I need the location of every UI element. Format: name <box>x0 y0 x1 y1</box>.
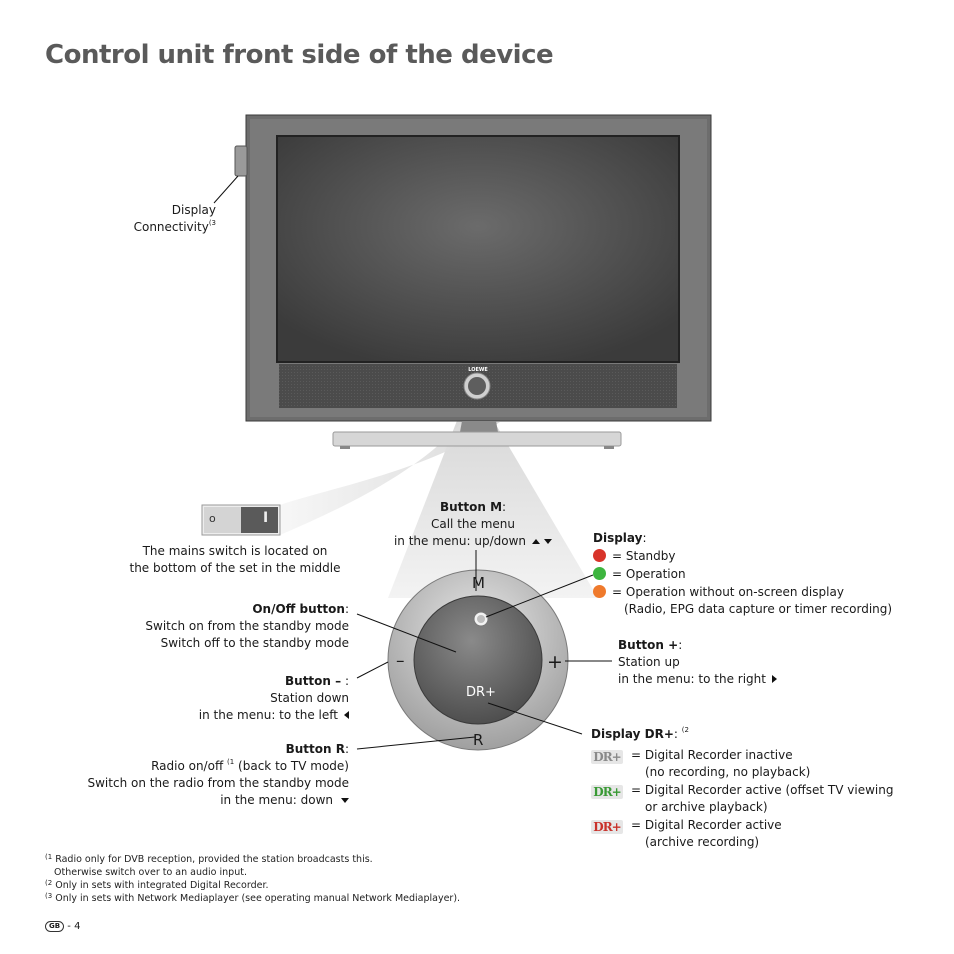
button-minus-label: Button – : Station down in the menu: to … <box>198 674 349 722</box>
language-badge: GB <box>45 921 65 932</box>
button-r-letter: R <box>473 731 484 749</box>
green-dot-icon <box>593 567 606 580</box>
red-dot-icon <box>593 549 606 562</box>
orange-dot-icon <box>593 585 606 598</box>
dr-active-recording-icon: DR+ <box>591 820 623 834</box>
switch-off-symbol: o <box>209 512 216 525</box>
button-plus-symbol: + <box>547 651 563 673</box>
arrow-right-icon <box>771 675 777 683</box>
footnotes: (1 Radio only for DVB reception, provide… <box>45 853 461 904</box>
arrow-up-icon <box>532 539 541 544</box>
display-connectivity-label: Display Connectivity(3 <box>133 203 216 234</box>
button-m-letter: M <box>472 574 485 592</box>
button-plus-label: Button +: Station up in the menu: to the… <box>618 637 777 688</box>
page-title: Control unit front side of the device <box>45 40 554 70</box>
display-dr-legend: Display DR+: (2 DR+= Digital Recorder in… <box>591 726 894 849</box>
button-m-label: Button M: Call the menu in the menu: up/… <box>388 499 558 550</box>
dr-plus-display: DR+ <box>466 685 496 700</box>
dr-active-playback-icon: DR+ <box>591 785 623 799</box>
switch-on-symbol: I <box>263 510 269 526</box>
control-knob <box>413 595 543 725</box>
connectivity-display <box>234 145 248 177</box>
mains-switch-label: The mains switch is located on the botto… <box>129 544 341 575</box>
tv-stand <box>332 431 622 447</box>
arrow-left-icon <box>344 711 349 719</box>
arrow-down-icon <box>544 539 553 544</box>
zoom-beam-control <box>388 418 598 598</box>
button-r-label: Button R: Radio on/off (1 (back to TV mo… <box>87 742 349 807</box>
page-number: GB - 4 <box>45 921 80 932</box>
tv-screen <box>276 135 680 363</box>
zoom-beam-switch <box>280 422 500 535</box>
display-legend: Display: = Standby = Operation = Operati… <box>593 531 893 616</box>
button-minus-symbol: – <box>396 651 405 671</box>
arrow-down-icon <box>341 798 349 803</box>
onoff-button-label: On/Off button: Switch on from the standb… <box>145 602 349 650</box>
tv-logo: LOEWE <box>468 367 488 373</box>
dr-inactive-icon: DR+ <box>591 750 623 764</box>
